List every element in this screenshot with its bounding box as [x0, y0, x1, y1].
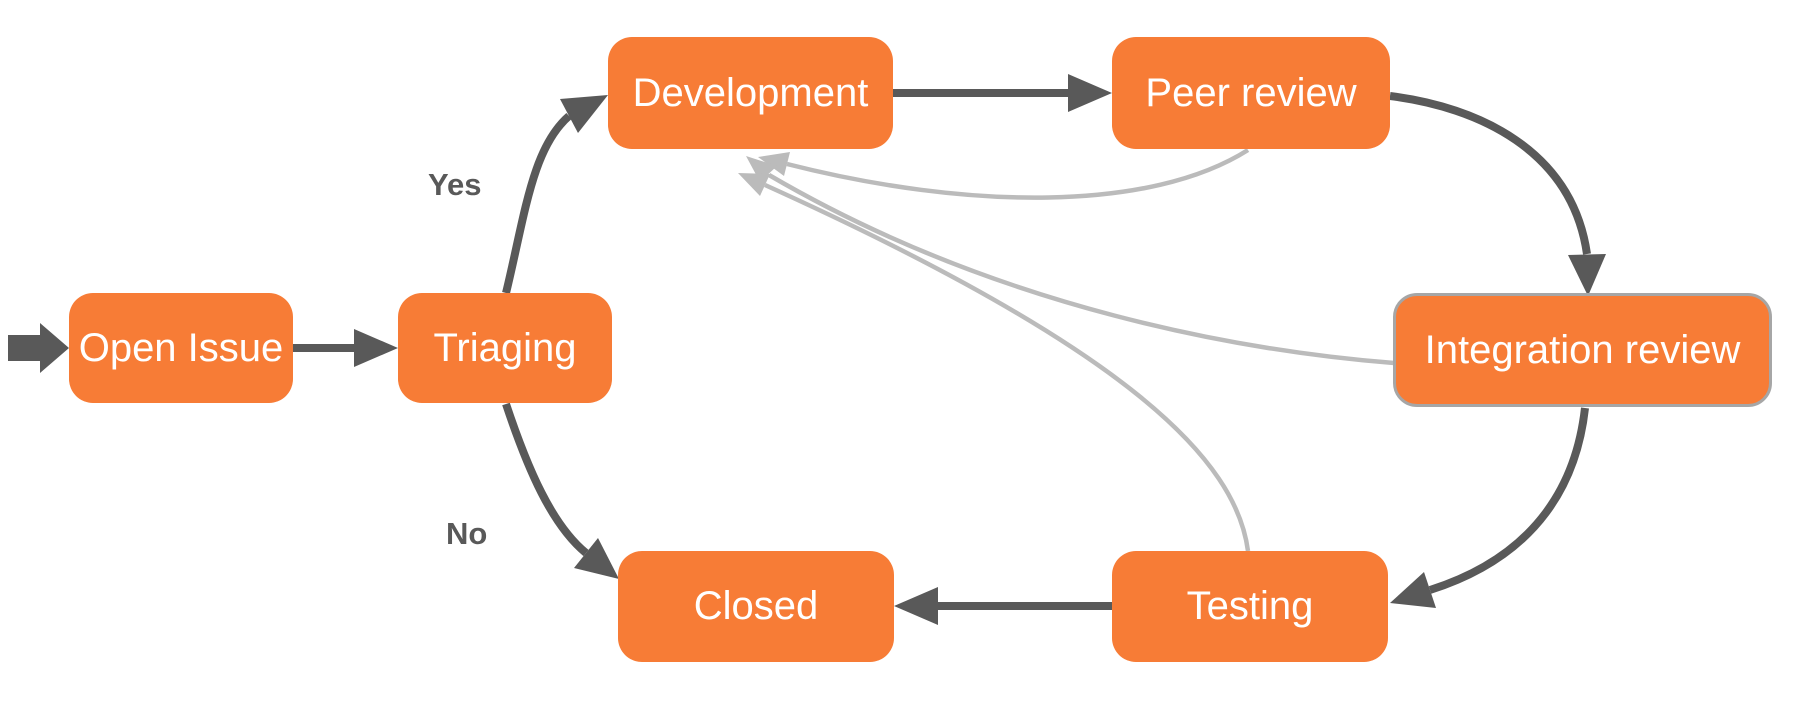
- branch-label-yes: Yes: [428, 167, 482, 202]
- arrowhead-icon: [738, 173, 770, 196]
- node-closed[interactable]: Closed: [618, 551, 894, 662]
- node-integration-review-label: Integration review: [1424, 327, 1741, 372]
- arrowhead-icon: [574, 538, 619, 579]
- edge-feedback-integration-review-development: [746, 156, 1395, 366]
- arrowhead-icon: [894, 587, 938, 625]
- arrowhead-icon: [746, 156, 777, 182]
- edge-triaging-development-yes: [502, 95, 608, 294]
- arrowhead-icon: [758, 152, 790, 176]
- edge-development-peer-review: [893, 74, 1112, 112]
- edge-peer-review-integration-review: [1389, 92, 1606, 296]
- node-triaging[interactable]: Triaging: [398, 293, 612, 403]
- arrowhead-icon: [354, 329, 398, 367]
- node-integration-review[interactable]: Integration review: [1393, 293, 1772, 407]
- node-open-issue-label: Open Issue: [78, 325, 284, 370]
- edge-open-issue-triaging: [293, 329, 398, 367]
- arrowhead-icon: [560, 95, 608, 133]
- edge-triaging-closed-no: [502, 402, 619, 579]
- node-closed-label: Closed: [693, 584, 819, 628]
- node-triaging-label: Triaging: [433, 325, 577, 370]
- edge-start-arrowhead-icon: [40, 323, 69, 373]
- arrowhead-icon: [1068, 74, 1112, 112]
- edge-testing-closed: [894, 587, 1112, 625]
- node-peer-review-label: Peer review: [1145, 70, 1357, 115]
- edge-start-shaft: [8, 335, 40, 361]
- node-development[interactable]: Development: [608, 37, 893, 149]
- node-development-label: Development: [632, 70, 869, 115]
- edge-feedback-peer-review-development: [758, 148, 1250, 200]
- node-peer-review[interactable]: Peer review: [1112, 37, 1390, 149]
- node-testing-label: Testing: [1186, 584, 1314, 628]
- edge-integration-review-testing: [1390, 407, 1589, 608]
- branch-label-no: No: [446, 516, 488, 551]
- edge-feedback-testing-development: [738, 173, 1251, 552]
- node-testing[interactable]: Testing: [1112, 551, 1388, 662]
- arrowhead-icon: [1568, 254, 1606, 296]
- node-open-issue[interactable]: Open Issue: [69, 293, 293, 403]
- arrowhead-icon: [1390, 572, 1436, 608]
- edge-start-open-issue: [8, 323, 69, 373]
